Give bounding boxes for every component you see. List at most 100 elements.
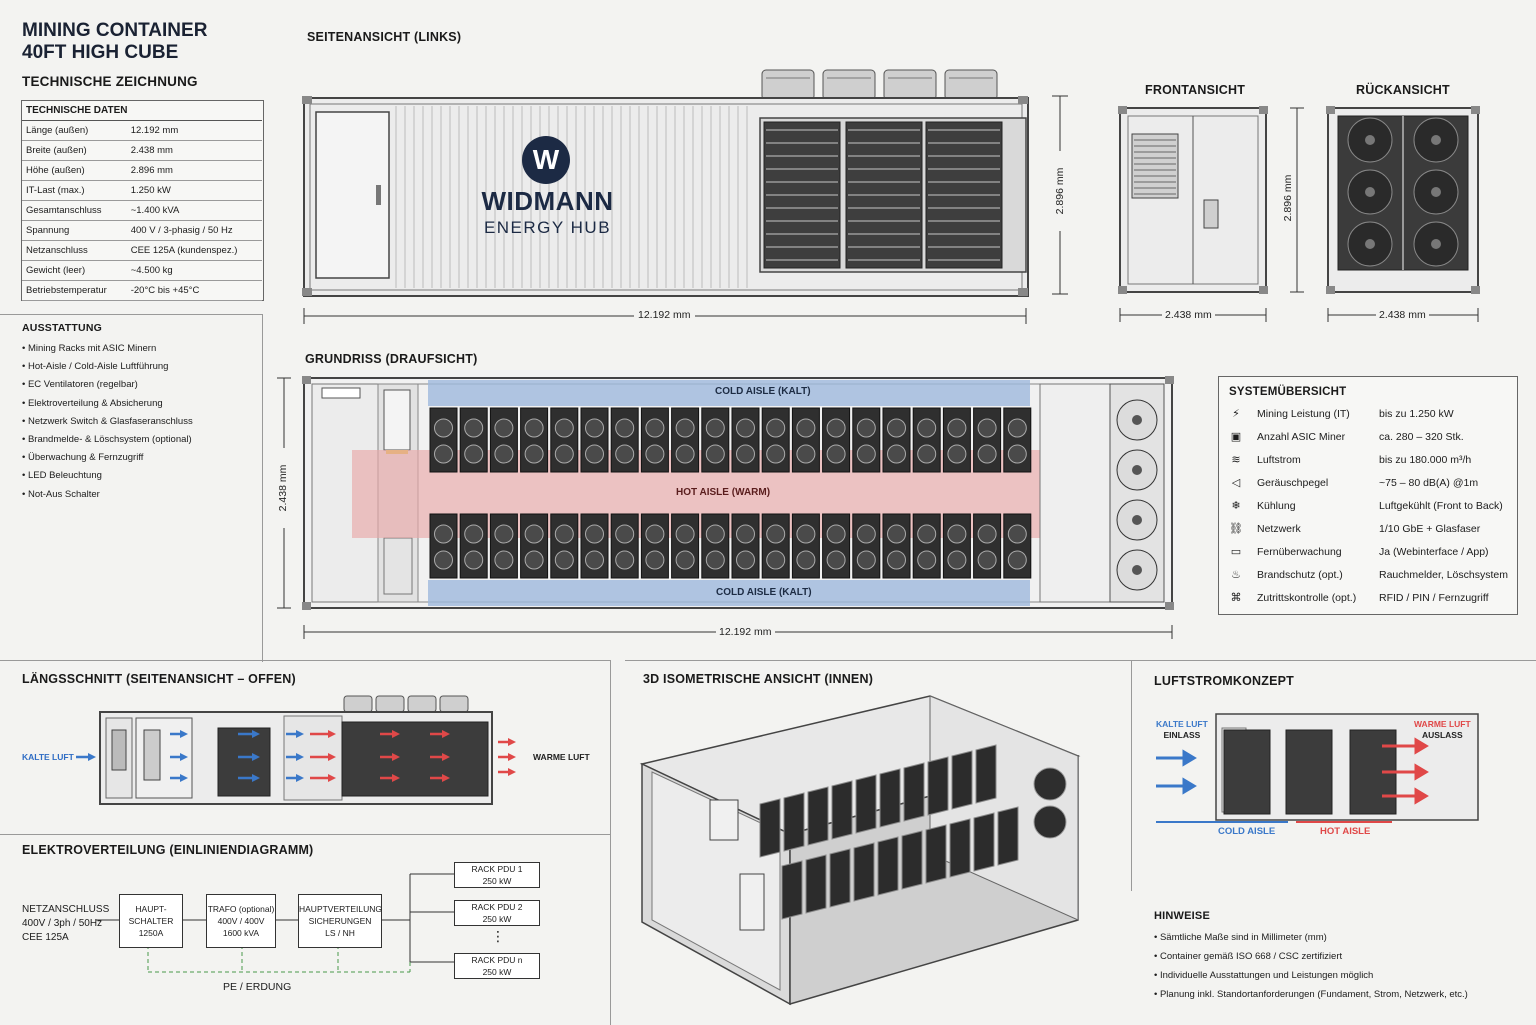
side-dimension-lines: [303, 95, 1068, 324]
equipment-item: Netzwerk Switch & Glasfaseranschluss: [22, 416, 193, 434]
system-label: Luftstrom: [1257, 454, 1301, 466]
spec-label: Höhe (außen): [22, 160, 127, 181]
floor-length-dim: 12.192 mm: [716, 626, 775, 638]
iso-rack: [927, 756, 949, 816]
equipment-item: EC Ventilatoren (regelbar): [22, 379, 193, 397]
iso-rack: [925, 824, 947, 884]
iso-panel: [625, 660, 1131, 1025]
equipment-item: Mining Racks mit ASIC Minern: [22, 343, 193, 361]
bolt-icon: ⚡: [1232, 408, 1240, 420]
equipment-item: Überwachung & Fernzugriff: [22, 452, 193, 470]
equipment-item: Elektroverteilung & Absicherung: [22, 398, 193, 416]
note-item: Planung inkl. Standortanforderungen (Fun…: [1154, 989, 1468, 1008]
equipment-list: Mining Racks mit ASIC MinernHot-Aisle / …: [22, 343, 193, 507]
airflow-title: LUFTSTROMKONZEPT: [1154, 674, 1294, 688]
electrical-title: ELEKTROVERTEILUNG (EINLINIENDIAGRAMM): [22, 843, 314, 857]
electrical-panel: [0, 834, 611, 1025]
pdu-ellipsis: ⋮: [491, 928, 505, 944]
spec-row: Länge (außen)12.192 mm: [22, 120, 262, 141]
iso-rack: [973, 812, 995, 872]
spec-label: Gesamtanschluss: [22, 200, 127, 221]
chip-icon: ▣: [1230, 431, 1242, 443]
iso-rack: [783, 792, 805, 852]
note-item: Sämtliche Maße sind in Millimeter (mm): [1154, 932, 1468, 951]
cold-aisle-bottom-label: COLD AISLE (KALT): [716, 587, 812, 598]
rear-view-title: RÜCKANSICHT: [1356, 83, 1450, 97]
spec-value: 1.250 kW: [126, 180, 262, 201]
spec-value: 400 V / 3-phasig / 50 Hz: [126, 220, 262, 241]
iso-rack: [901, 830, 923, 890]
spec-value: 2.438 mm: [126, 140, 262, 161]
hot-aisle-label: HOT AISLE (WARM): [676, 487, 771, 498]
iso-rack: [855, 774, 877, 834]
airflow-cold-aisle-label: COLD AISLE: [1218, 826, 1276, 837]
system-row: ▣ Anzahl ASIC Miner ca. 280 – 320 Stk.: [1229, 429, 1515, 452]
floor-plan-title: GRUNDRISS (DRAUFSICHT): [305, 352, 478, 366]
side-height-dim: 2.896 mm: [1054, 151, 1066, 231]
system-label: Anzahl ASIC Miner: [1257, 431, 1346, 443]
single-line-diagram: [96, 873, 454, 973]
system-value: Ja (Webinterface / App): [1379, 546, 1489, 558]
system-heading: SYSTEMÜBERSICHT: [1229, 386, 1347, 398]
wind-icon: ≋: [1231, 454, 1241, 466]
spec-value: ~1.400 kVA: [126, 200, 262, 221]
key-icon: ⌘: [1230, 592, 1242, 604]
spec-row: Betriebstemperatur-20°C bis +45°C: [22, 280, 262, 301]
system-value: 1/10 GbE + Glasfaser: [1379, 523, 1481, 535]
grid-connection-label: NETZANSCHLUSS 400V / 3ph / 50Hz CEE 125A: [22, 904, 110, 943]
iso-rack: [781, 860, 803, 920]
spec-label: Breite (außen): [22, 140, 127, 161]
warm-air-label: WARME LUFT: [533, 752, 590, 762]
spec-row: Gesamtanschluss~1.400 kVA: [22, 200, 262, 221]
system-label: Kühlung: [1257, 500, 1296, 512]
spec-label: Gewicht (leer): [22, 260, 127, 281]
system-value: ~75 – 80 dB(A) @1m: [1379, 477, 1479, 489]
system-label: Netzwerk: [1257, 523, 1301, 535]
iso-rack: [997, 806, 1019, 866]
brand-logo-letter: W: [532, 144, 560, 175]
airflow-panel: [1131, 660, 1536, 891]
equipment-item: LED Beleuchtung: [22, 470, 193, 488]
page-title: MINING CONTAINER 40FT HIGH CUBE: [22, 20, 208, 63]
airflow-drawing: [1156, 713, 1479, 823]
airflow-outlet-label: WARME LUFT AUSLASS: [1414, 719, 1471, 740]
front-view-drawing: [1118, 106, 1304, 322]
iso-drawing: [639, 695, 1081, 1006]
spec-label: Spannung: [22, 220, 127, 241]
system-row: ⌘Zutrittskontrolle (opt.)RFID / PIN / Fe…: [1229, 590, 1515, 613]
airflow-inlet-label: KALTE LUFT EINLASS: [1156, 719, 1208, 740]
iso-rack: [805, 854, 827, 914]
equipment-heading: AUSSTATTUNG: [22, 322, 102, 334]
system-value: ca. 280 – 320 Stk.: [1379, 431, 1464, 443]
floor-width-dim: 2.438 mm: [277, 448, 289, 528]
system-value: bis zu 1.250 kW: [1379, 408, 1454, 420]
spec-value: 2.896 mm: [126, 160, 262, 181]
iso-rack: [829, 848, 851, 908]
system-label: Fernüberwachung: [1257, 546, 1342, 558]
system-label: Zutrittskontrolle (opt.): [1257, 592, 1357, 604]
iso-rack: [903, 762, 925, 822]
system-label: Geräuschpegel: [1257, 477, 1329, 489]
system-row: ⚡Mining Leistung (IT)bis zu 1.250 kW: [1229, 406, 1515, 429]
equipment-item: Not-Aus Schalter: [22, 489, 193, 507]
system-overview-panel: SYSTEMÜBERSICHT ⚡Mining Leistung (IT)bis…: [1218, 376, 1518, 615]
thermometer-icon: ❄: [1231, 500, 1241, 512]
iso-rack: [975, 744, 997, 804]
equipment-item: Hot-Aisle / Cold-Aisle Luftführung: [22, 361, 193, 379]
rear-view-drawing: [1326, 106, 1480, 322]
spec-value: -20°C bis +45°C: [126, 280, 262, 301]
spec-value: 12.192 mm: [126, 120, 262, 141]
iso-rack: [853, 842, 875, 902]
ground-label: PE / ERDUNG: [223, 981, 292, 993]
spec-row: Gewicht (leer)~4.500 kg: [22, 260, 262, 281]
notes-list: Sämtliche Maße sind in Millimeter (mm)Co…: [1154, 932, 1468, 1008]
